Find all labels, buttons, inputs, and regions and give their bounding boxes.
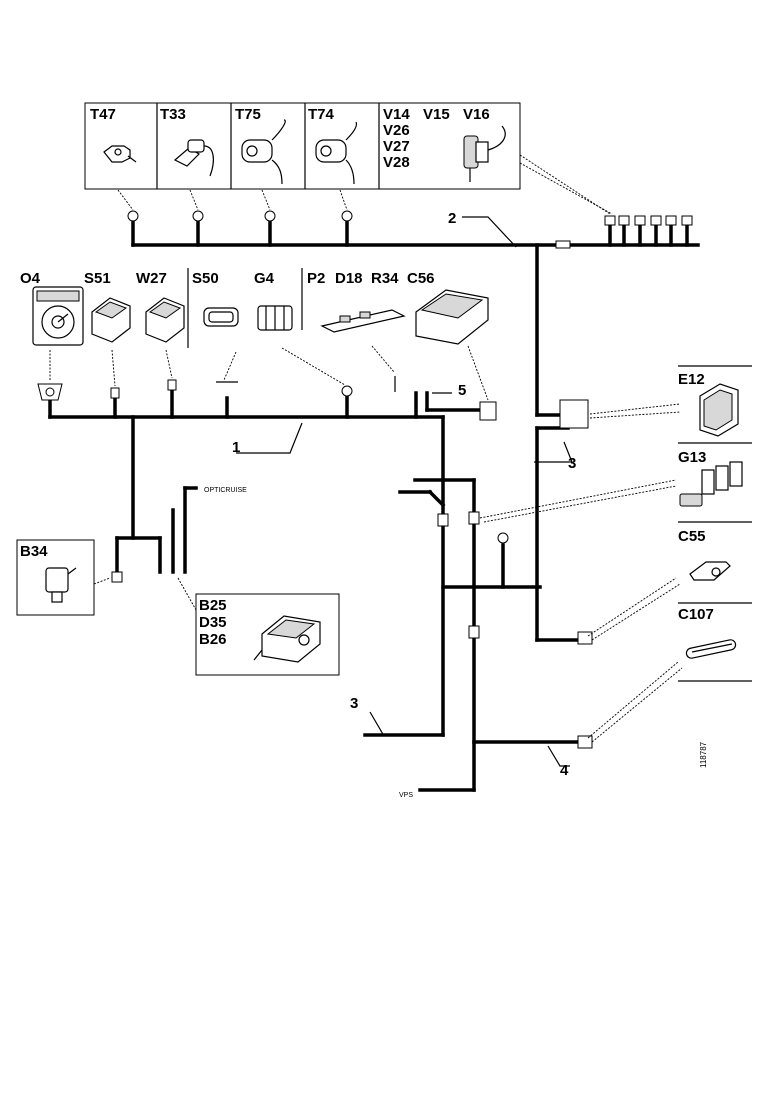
panel-B25 <box>195 593 340 676</box>
gearbox-unit-drawing <box>253 615 321 663</box>
sensor-C55-drawing <box>689 561 731 581</box>
sensor-T74-drawing <box>315 121 358 185</box>
label-C55: C55 <box>678 528 706 545</box>
harness-2-leaders <box>117 154 613 248</box>
tachograph-O4-drawing <box>32 286 84 346</box>
label-W27: W27 <box>136 270 167 287</box>
label-S51: S51 <box>84 270 111 287</box>
label-V27: V27 <box>383 138 410 155</box>
harness-3-wires <box>363 413 582 792</box>
sensor-C107-drawing <box>685 639 737 659</box>
sensor-T75-drawing <box>241 119 286 185</box>
label-V14: V14 <box>383 106 410 123</box>
label-T47: T47 <box>90 106 116 123</box>
label-G13: G13 <box>678 449 706 466</box>
label-V26: V26 <box>383 122 410 139</box>
b34-leader <box>93 577 111 585</box>
control-unit-C56-drawing <box>415 289 489 345</box>
label-P2: P2 <box>307 270 325 287</box>
module-G4-drawing <box>257 305 293 331</box>
label-T75: T75 <box>235 106 261 123</box>
label-O4: O4 <box>20 270 41 287</box>
label-T74: T74 <box>308 106 335 123</box>
label-G4: G4 <box>254 270 275 287</box>
harness-number-4: 4 <box>560 762 569 779</box>
valves-V-drawing <box>463 125 506 182</box>
harness-2-connectors <box>127 210 693 249</box>
label-B26: B26 <box>199 631 227 648</box>
top-component-panel <box>84 102 521 190</box>
sensor-T33-drawing <box>173 139 214 177</box>
harness-1-leaders <box>49 345 489 454</box>
label-V16: V16 <box>463 106 490 123</box>
switch-W27-drawing <box>145 297 185 343</box>
relay-block-G13-drawing <box>679 461 743 507</box>
harness-1-wires <box>48 388 490 737</box>
harness-number-5: 5 <box>458 382 466 399</box>
middle-row-dividers <box>187 268 303 348</box>
harness-3-leaders <box>369 403 683 767</box>
b25-leader <box>177 577 197 611</box>
label-D35: D35 <box>199 614 227 631</box>
label-E12: E12 <box>678 371 705 388</box>
label-T33: T33 <box>160 106 186 123</box>
unit-E12-drawing <box>699 383 739 437</box>
sensor-B34-drawing <box>45 567 77 603</box>
opticruise-label: OPTICRUISE <box>204 487 247 494</box>
label-C107: C107 <box>678 606 714 623</box>
harness-1-connectors <box>37 376 497 583</box>
harness-3-connectors <box>437 399 593 749</box>
label-D18: D18 <box>335 270 363 287</box>
harness-number-3-right: 3 <box>568 455 576 472</box>
label-V15: V15 <box>423 106 450 123</box>
vps-label: VPS <box>399 792 413 799</box>
drawing-code: 118787 <box>699 741 708 768</box>
switch-S50-drawing <box>203 307 239 327</box>
label-B34: B34 <box>20 543 48 560</box>
switch-S51-drawing <box>91 297 131 343</box>
circuit-board-drawing <box>320 309 406 333</box>
harness-number-3-left: 3 <box>350 695 358 712</box>
label-B25: B25 <box>199 597 227 614</box>
harness-number-1: 1 <box>232 439 240 456</box>
panel-B34 <box>16 539 95 616</box>
label-V28: V28 <box>383 154 410 171</box>
label-R34: R34 <box>371 270 399 287</box>
sensor-T47-drawing <box>103 145 137 163</box>
right-component-column <box>678 365 752 682</box>
label-S50: S50 <box>192 270 219 287</box>
label-C56: C56 <box>407 270 435 287</box>
harness-number-2: 2 <box>448 210 456 227</box>
harness-2-wires <box>131 220 700 417</box>
